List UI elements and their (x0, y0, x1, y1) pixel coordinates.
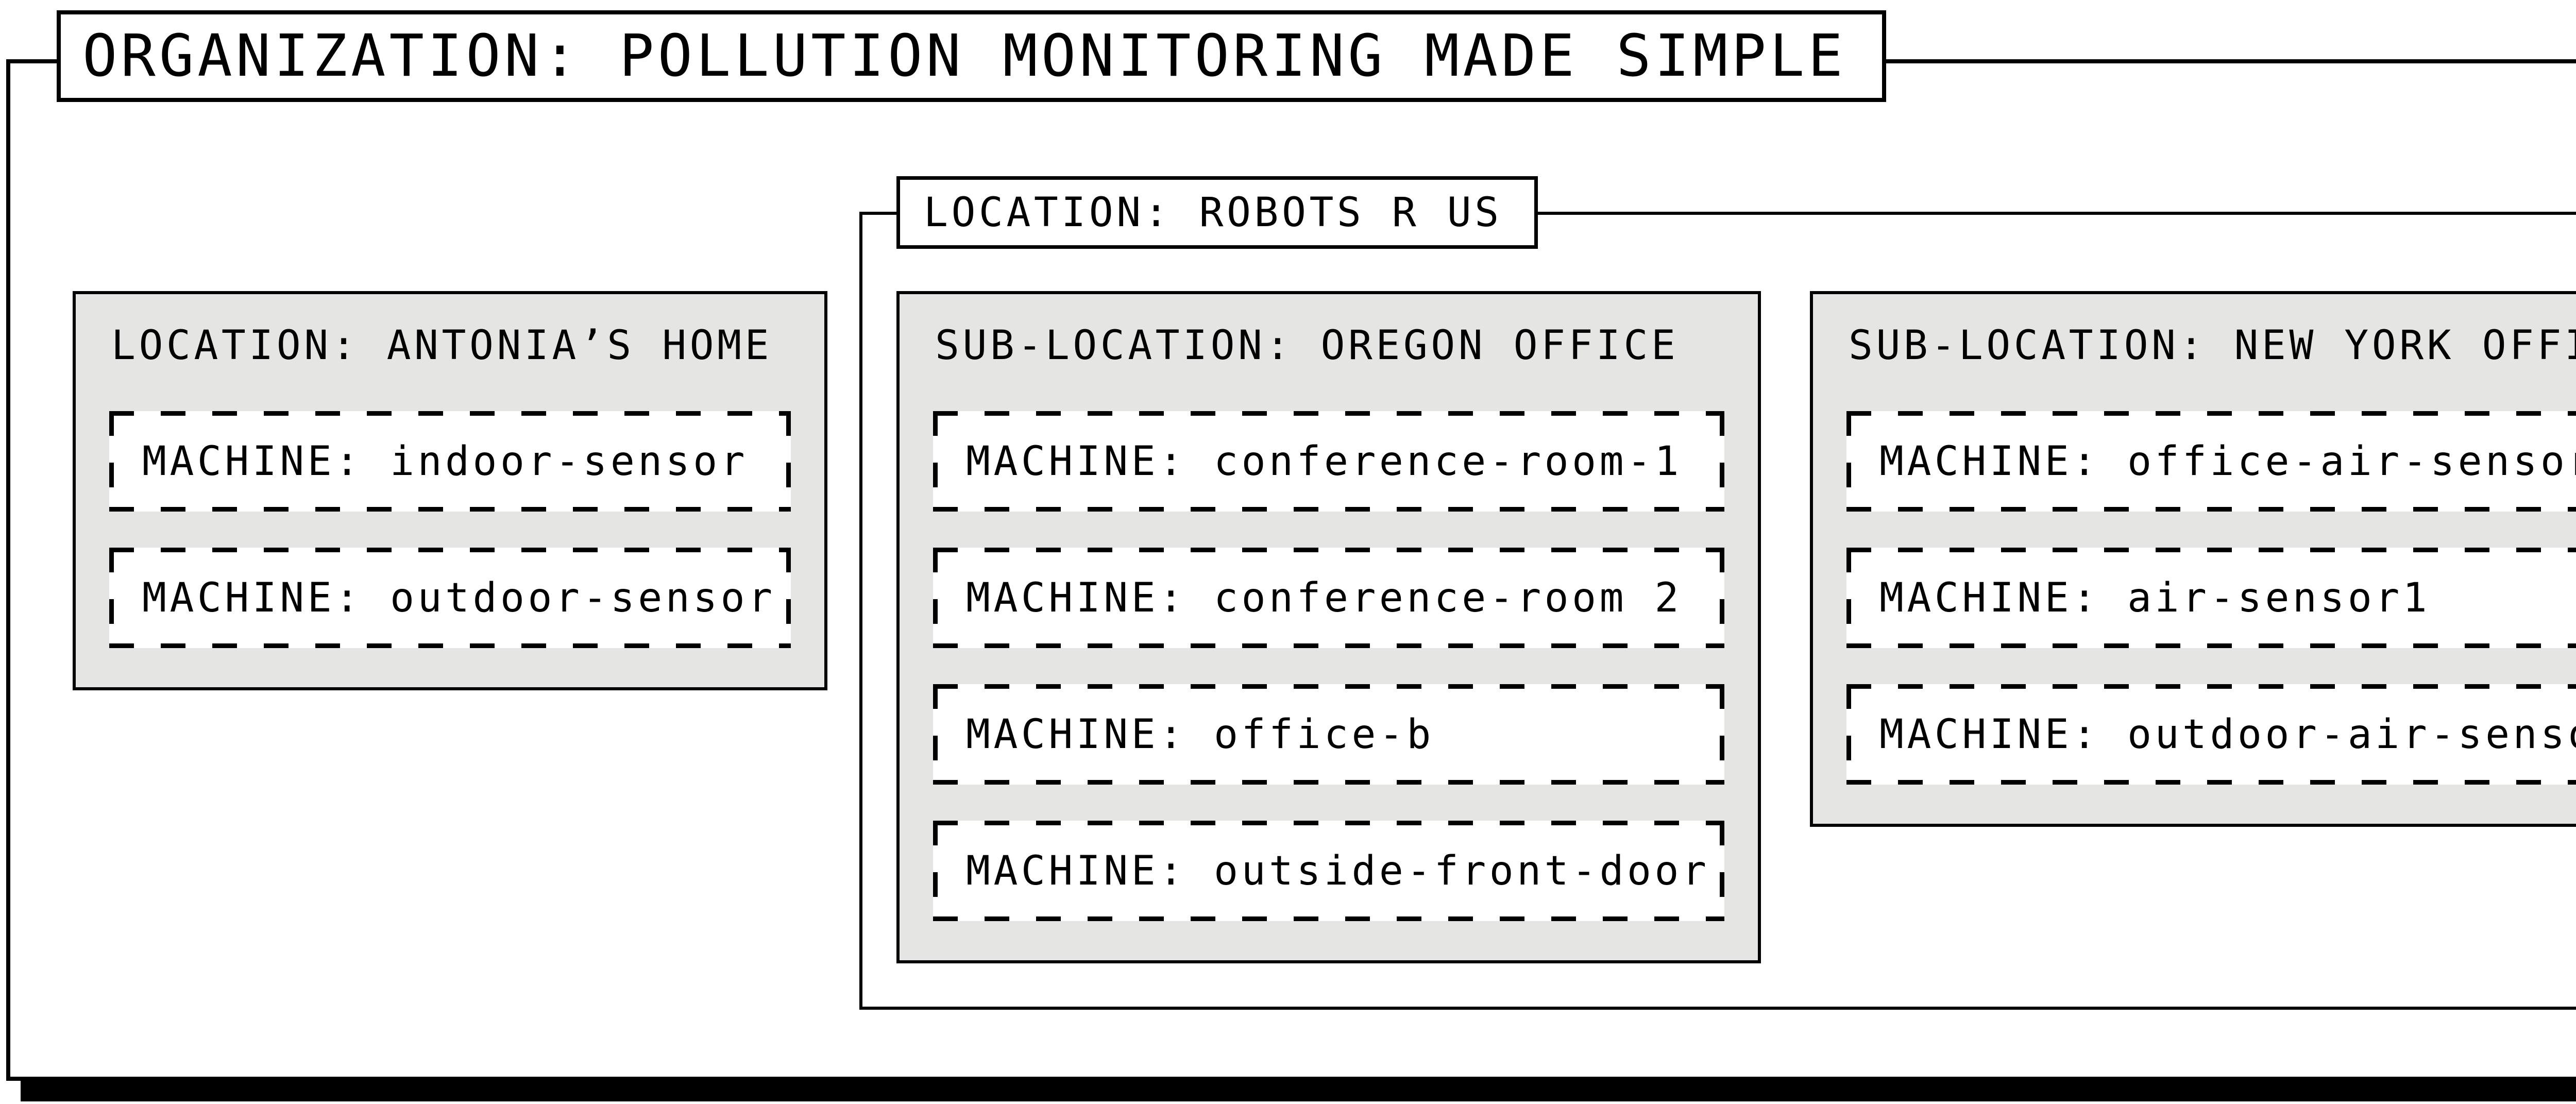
machine-label: MACHINE: air-sensor1 (1879, 574, 2431, 621)
machine-node: MACHINE: office-b (933, 684, 1724, 785)
organization-title: ORGANIZATION: POLLUTION MONITORING MADE … (82, 23, 1846, 90)
sublocation-title: SUB-LOCATION: NEW YORK OFFICE (1849, 322, 2576, 369)
machine-node: MACHINE: office-air-sensor (1846, 411, 2576, 512)
sublocation-title: SUB-LOCATION: OREGON OFFICE (935, 322, 1679, 369)
sublocation-box-new-york-office: SUB-LOCATION: NEW YORK OFFICE MACHINE: o… (1810, 291, 2576, 827)
location-group-robots-r-us (859, 212, 2576, 1010)
machine-node: MACHINE: outdoor-air-sensor (1846, 684, 2576, 785)
location-tab-robots-r-us: LOCATION: ROBOTS R US (896, 176, 1538, 249)
machine-label: MACHINE: outside-front-door (966, 847, 1710, 894)
machine-node: MACHINE: outside-front-door (933, 821, 1724, 921)
sublocation-box-oregon-office: SUB-LOCATION: OREGON OFFICE MACHINE: con… (896, 291, 1761, 963)
machine-node: MACHINE: outdoor-sensor (109, 548, 791, 648)
machine-label: MACHINE: conference-room 2 (966, 574, 1682, 621)
location-title: LOCATION: ANTONIA’S HOME (111, 322, 773, 369)
location-group-title: LOCATION: ROBOTS R US (924, 189, 1502, 236)
organization-title-tab: ORGANIZATION: POLLUTION MONITORING MADE … (57, 10, 1886, 102)
machine-node: MACHINE: conference-room-1 (933, 411, 1724, 512)
location-box-antonias-home: LOCATION: ANTONIA’S HOME MACHINE: indoor… (73, 291, 827, 690)
machine-label: MACHINE: office-air-sensor (1879, 438, 2576, 485)
machine-label: MACHINE: office-b (966, 711, 1434, 758)
machine-label: MACHINE: indoor-sensor (142, 438, 749, 485)
machine-node: MACHINE: air-sensor1 (1846, 548, 2576, 648)
machine-node: MACHINE: indoor-sensor (109, 411, 791, 512)
machine-label: MACHINE: conference-room-1 (966, 438, 1682, 485)
machine-node: MACHINE: conference-room 2 (933, 548, 1724, 648)
machine-label: MACHINE: outdoor-air-sensor (1879, 711, 2576, 758)
machine-label: MACHINE: outdoor-sensor (142, 574, 776, 621)
